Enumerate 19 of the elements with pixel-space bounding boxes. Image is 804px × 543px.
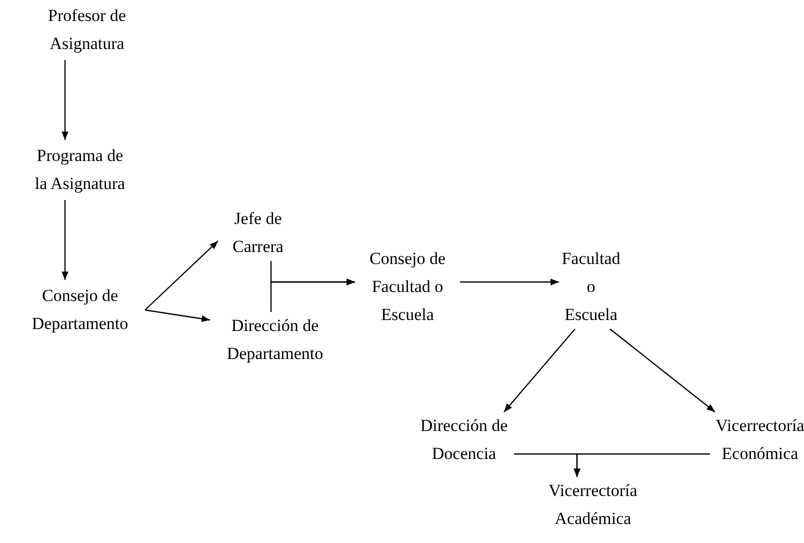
text-label: Vicerrectoría Económica bbox=[710, 412, 804, 468]
arrow bbox=[574, 453, 710, 477]
arrow bbox=[504, 328, 576, 412]
arrow bbox=[270, 278, 355, 312]
text-label: Programa de la Asignatura bbox=[30, 142, 130, 198]
text-label: Jefe de Carrera bbox=[218, 205, 298, 261]
text-label: Profesor de Asignatura bbox=[37, 2, 137, 58]
arrow bbox=[460, 278, 559, 286]
text-label: Facultad o Escuela bbox=[559, 245, 623, 329]
arrow bbox=[62, 60, 68, 140]
text-label: Consejo de Facultad o Escuela bbox=[355, 245, 460, 329]
arrow bbox=[144, 240, 218, 310]
text-label: Vicerrectoría Académica bbox=[543, 477, 643, 533]
text-label: Dirección de Docencia bbox=[414, 412, 514, 468]
text-label: Consejo de Departamento bbox=[15, 282, 145, 338]
arrow bbox=[144, 309, 210, 322]
arrow bbox=[610, 328, 716, 412]
text-label: Dirección de Departamento bbox=[210, 312, 340, 368]
arrow bbox=[62, 200, 68, 280]
